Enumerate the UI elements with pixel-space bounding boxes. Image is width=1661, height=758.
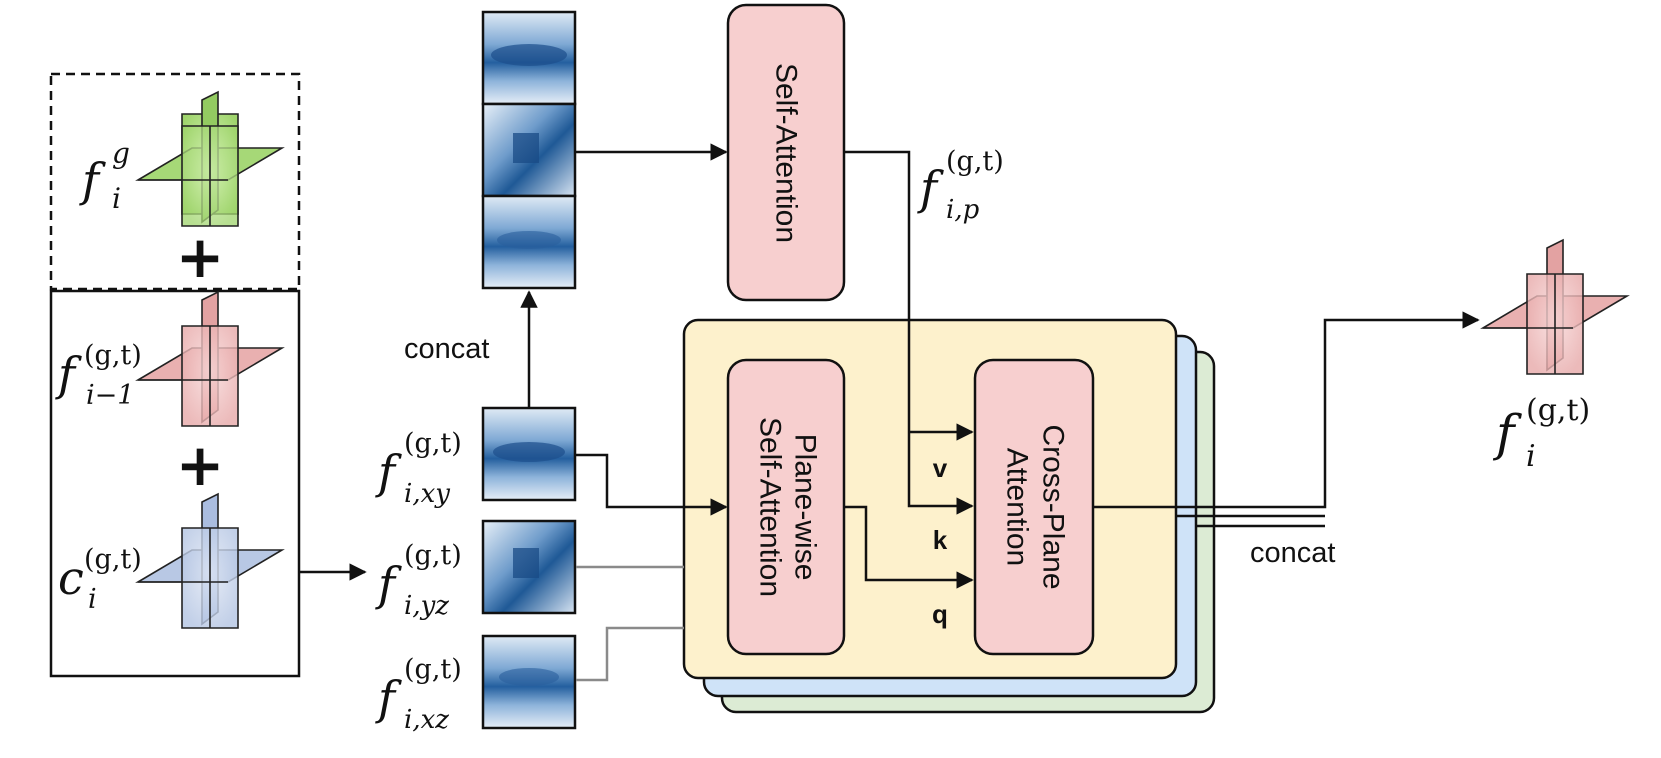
svg-text:Cross-Plane: Cross-Plane — [1037, 424, 1070, 589]
plane-wise-self-attention-block: Plane-wise Self-Attention — [726, 358, 846, 656]
svg-text:f: f — [79, 153, 106, 207]
svg-text:Plane-wise: Plane-wise — [789, 434, 822, 581]
svg-text:(g,t): (g,t) — [404, 540, 462, 571]
q-label: q — [932, 599, 948, 629]
self-attention-block: Self-Attention — [726, 3, 846, 302]
arrow-self-attention-output — [845, 150, 974, 515]
svg-text:i,xy: i,xy — [404, 479, 450, 509]
svg-text:(g,t): (g,t) — [404, 428, 462, 459]
arrow-q-input — [845, 505, 974, 589]
plane-xy-feature-map — [481, 406, 577, 502]
svg-text:i,p: i,p — [946, 195, 980, 225]
svg-text:i−1: i−1 — [86, 380, 134, 411]
local-features-box — [49, 289, 301, 678]
svg-text:c: c — [58, 551, 84, 605]
arrow-xy-to-plane-wise — [576, 453, 728, 516]
svg-text:f: f — [375, 445, 402, 499]
svg-text:i,yz: i,yz — [404, 591, 449, 621]
svg-text:f: f — [917, 161, 944, 215]
svg-text:i,xz: i,xz — [404, 705, 449, 735]
v-label: v — [933, 453, 948, 483]
svg-text:(g,t): (g,t) — [84, 340, 142, 371]
plus-sign-top: + — [176, 223, 225, 291]
red-triplane-icon — [135, 290, 285, 427]
plane-xz-symbol: f i,xz (g,t) — [375, 654, 462, 735]
plus-sign-bottom: + — [176, 431, 225, 499]
output-triplane-icon — [1480, 238, 1630, 375]
svg-text:i: i — [88, 584, 97, 615]
plane-xy-symbol: f i,xy (g,t) — [375, 428, 462, 509]
svg-text:g: g — [112, 137, 130, 170]
condition-symbol: c i (g,t) — [58, 544, 142, 615]
svg-text:(g,t): (g,t) — [946, 146, 1004, 177]
svg-text:f: f — [55, 347, 82, 401]
svg-text:i: i — [1526, 439, 1536, 474]
svg-text:f: f — [375, 557, 402, 611]
concat-label-right: concat — [1250, 537, 1335, 569]
plane-yz-symbol: f i,yz (g,t) — [375, 540, 462, 621]
blue-triplane-icon — [135, 492, 285, 629]
concat-label-top: concat — [404, 333, 489, 365]
concat-feature-stack — [481, 10, 577, 290]
plane-p-symbol: f i,p (g,t) — [917, 146, 1004, 225]
svg-text:(g,t): (g,t) — [84, 544, 142, 575]
svg-text:(g,t): (g,t) — [404, 654, 462, 685]
k-label: k — [933, 525, 948, 555]
output-symbol: f i (g,t) — [1492, 393, 1590, 474]
svg-text:Attention: Attention — [1001, 448, 1034, 566]
global-feature-dashed-box — [49, 72, 301, 291]
svg-text:Self-Attention: Self-Attention — [754, 417, 787, 597]
svg-text:(g,t): (g,t) — [1526, 393, 1590, 428]
green-triplane-icon — [135, 90, 285, 227]
prev-feature-symbol: f i−1 (g,t) — [55, 340, 142, 411]
line-xz-to-layers — [576, 626, 684, 682]
svg-text:Self-Attention: Self-Attention — [770, 63, 803, 243]
plane-xz-feature-map — [481, 634, 577, 730]
concat-output-lines — [1094, 311, 1480, 528]
cross-plane-attention-block: Cross-Plane Attention — [973, 358, 1095, 656]
svg-text:f: f — [375, 671, 402, 725]
svg-text:i: i — [112, 182, 121, 215]
plane-yz-feature-map — [481, 519, 577, 615]
global-feature-symbol: f i g — [79, 137, 130, 215]
svg-text:f: f — [1492, 404, 1522, 462]
